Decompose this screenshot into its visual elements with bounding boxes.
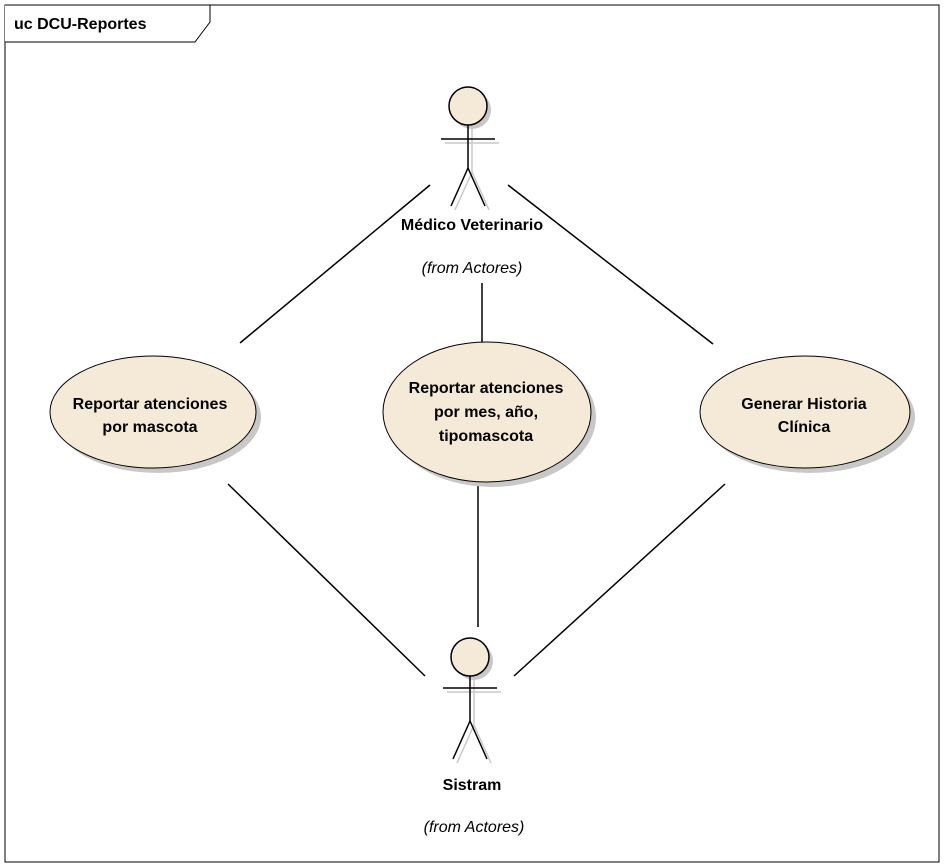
- assoc-medico-uc1: [239, 184, 431, 344]
- actor-figure: [443, 637, 501, 764]
- actor-from-package: (from Actores): [422, 260, 523, 277]
- actor-right-leg: [469, 720, 488, 760]
- assoc-medico-uc3: [507, 184, 714, 345]
- use-case-label-line1: Reportar atenciones: [409, 380, 564, 397]
- actor-sistram[interactable]: Sistram (from Actores): [424, 637, 525, 836]
- frame-title: uc DCU-Reportes: [14, 16, 147, 33]
- actor-head: [448, 86, 488, 126]
- use-case-label-line2: Clínica: [778, 419, 831, 436]
- actor-name: Médico Veterinario: [401, 217, 543, 234]
- actor-right-leg: [467, 167, 486, 207]
- actor-left-leg: [450, 167, 469, 207]
- use-case-ellipse: [49, 355, 257, 469]
- use-case-generar-historia[interactable]: Generar Historia Clínica: [699, 355, 915, 473]
- frame-tab: [5, 4, 211, 43]
- use-case-ellipse: [382, 341, 592, 483]
- use-case-reportar-por-mascota[interactable]: Reportar atenciones por mascota: [49, 355, 261, 473]
- assoc-sistram-uc3: [513, 483, 726, 677]
- actor-from-package: (from Actores): [424, 819, 525, 836]
- actor-left-leg: [452, 720, 471, 760]
- use-case-label-line1: Generar Historia: [741, 396, 866, 413]
- use-case-label-line2: por mascota: [102, 419, 197, 436]
- use-case-label-line3: tipomascota: [439, 428, 533, 445]
- actor-name: Sistram: [443, 777, 502, 794]
- use-case-ellipse: [699, 355, 911, 469]
- actor-head: [450, 637, 490, 677]
- assoc-sistram-uc1: [227, 483, 426, 677]
- associations: [227, 184, 726, 677]
- use-case-label-line2: por mes, año,: [434, 404, 538, 421]
- actor-figure: [441, 86, 499, 211]
- actor-medico-veterinario[interactable]: Médico Veterinario (from Actores): [401, 86, 543, 277]
- use-case-label-line1: Reportar atenciones: [73, 396, 228, 413]
- use-case-reportar-por-mes[interactable]: Reportar atenciones por mes, año, tipoma…: [382, 341, 596, 487]
